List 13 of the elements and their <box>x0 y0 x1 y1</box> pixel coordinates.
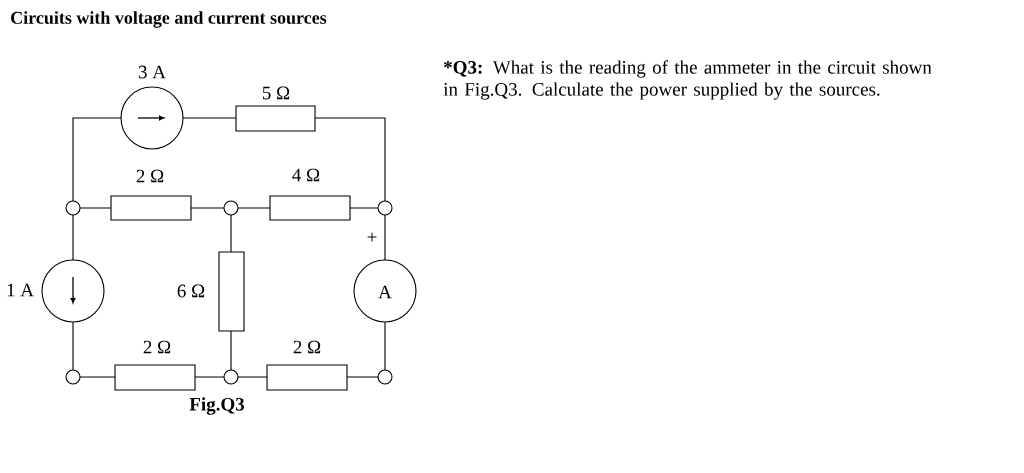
figure-caption: Fig.Q3 <box>189 397 245 415</box>
question-text: *Q3: What is the reading of the ammeter in the circuit shown in Fig.Q3. Calculate the power supplied by the sources. <box>443 60 932 100</box>
component-label: 2 Ω <box>143 340 171 354</box>
title: Circuits with voltage and current sources <box>11 11 327 28</box>
component-label: 5 Ω <box>262 86 290 100</box>
component-label: 6 Ω <box>177 284 205 298</box>
component-label: 2 Ω <box>293 340 321 354</box>
component-label: 1 A <box>7 283 34 297</box>
component-label: 4 Ω <box>292 168 320 182</box>
polarity-sign: + <box>367 232 377 242</box>
component-label: 2 Ω <box>136 169 164 183</box>
ammeter-letter: A <box>378 285 392 299</box>
component-label: 3 A <box>138 65 166 79</box>
